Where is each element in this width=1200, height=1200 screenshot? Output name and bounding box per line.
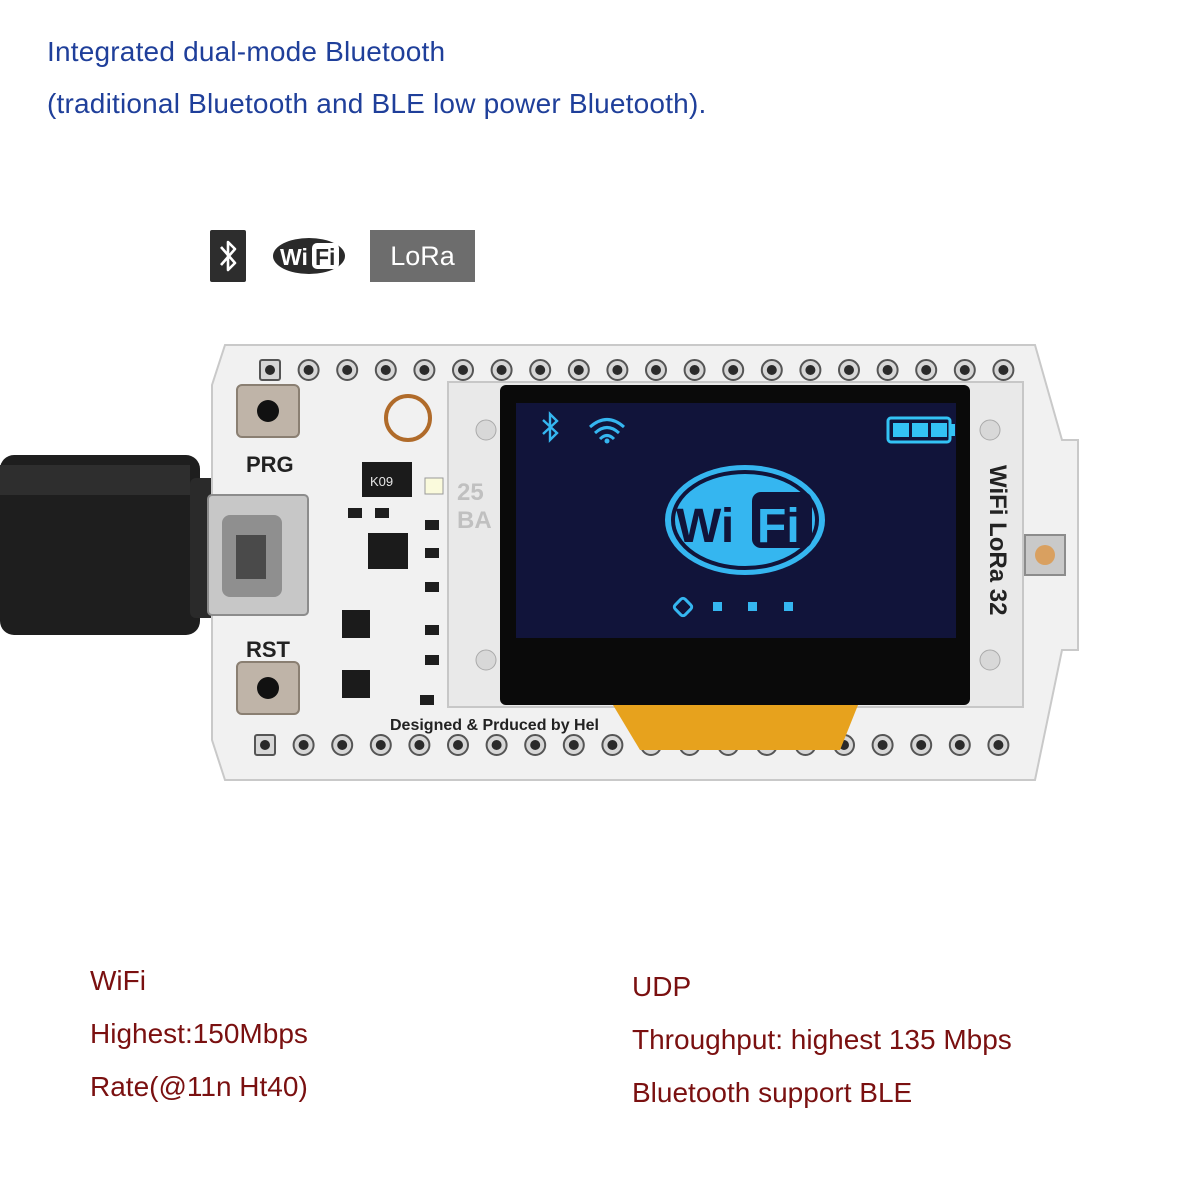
rst-label: RST <box>246 637 291 662</box>
oled-wifi-icon <box>589 418 625 441</box>
wifi-lora-32-board: PRG RST K09 25 BA <box>0 330 1200 800</box>
spec-right-2: Throughput: highest 135 Mbps <box>632 1024 1012 1055</box>
spec-right-1: UDP <box>632 971 692 1002</box>
spec-left-3: Rate(@11n Ht40) <box>90 1071 308 1102</box>
oled-battery-icon <box>886 416 955 444</box>
spec-left-2: Highest:150Mbps <box>90 1018 308 1049</box>
antenna-coil <box>384 394 432 442</box>
oled-ribbon <box>610 700 860 750</box>
svg-text:Wi: Wi <box>280 244 308 270</box>
header-pins-bottom <box>254 734 1010 756</box>
prg-label: PRG <box>246 452 294 477</box>
lora-badge: LoRa <box>370 230 475 282</box>
headline-line-2: (traditional Bluetooth and BLE low power… <box>47 88 707 119</box>
svg-text:Wi: Wi <box>676 500 734 553</box>
board-side-label: WiFi LoRa 32 <box>984 465 1011 615</box>
spec-right-3: Bluetooth support BLE <box>632 1077 913 1108</box>
header-pins-top <box>259 359 1015 381</box>
usb-cable <box>0 455 200 635</box>
svg-text:Fi: Fi <box>315 244 335 270</box>
board-designer-text: Designed & Prduced by Hel <box>390 717 599 734</box>
board-illustration: PRG RST K09 25 BA <box>0 344 1079 781</box>
headline-line-1: Integrated dual-mode Bluetooth <box>47 36 446 67</box>
ipex-connector <box>1024 534 1066 576</box>
chip <box>362 462 412 497</box>
svg-text:K09: K09 <box>370 474 393 489</box>
oled-bluetooth-icon <box>542 411 559 443</box>
wifi-logo-badge: Wi Fi <box>272 230 346 282</box>
oled-progress-dots <box>672 596 793 618</box>
spec-left-1: WiFi <box>90 965 146 996</box>
oled-wifi-logo: Wi Fi <box>665 465 825 575</box>
svg-text:Fi: Fi <box>757 500 800 553</box>
bluetooth-icon <box>210 230 246 282</box>
